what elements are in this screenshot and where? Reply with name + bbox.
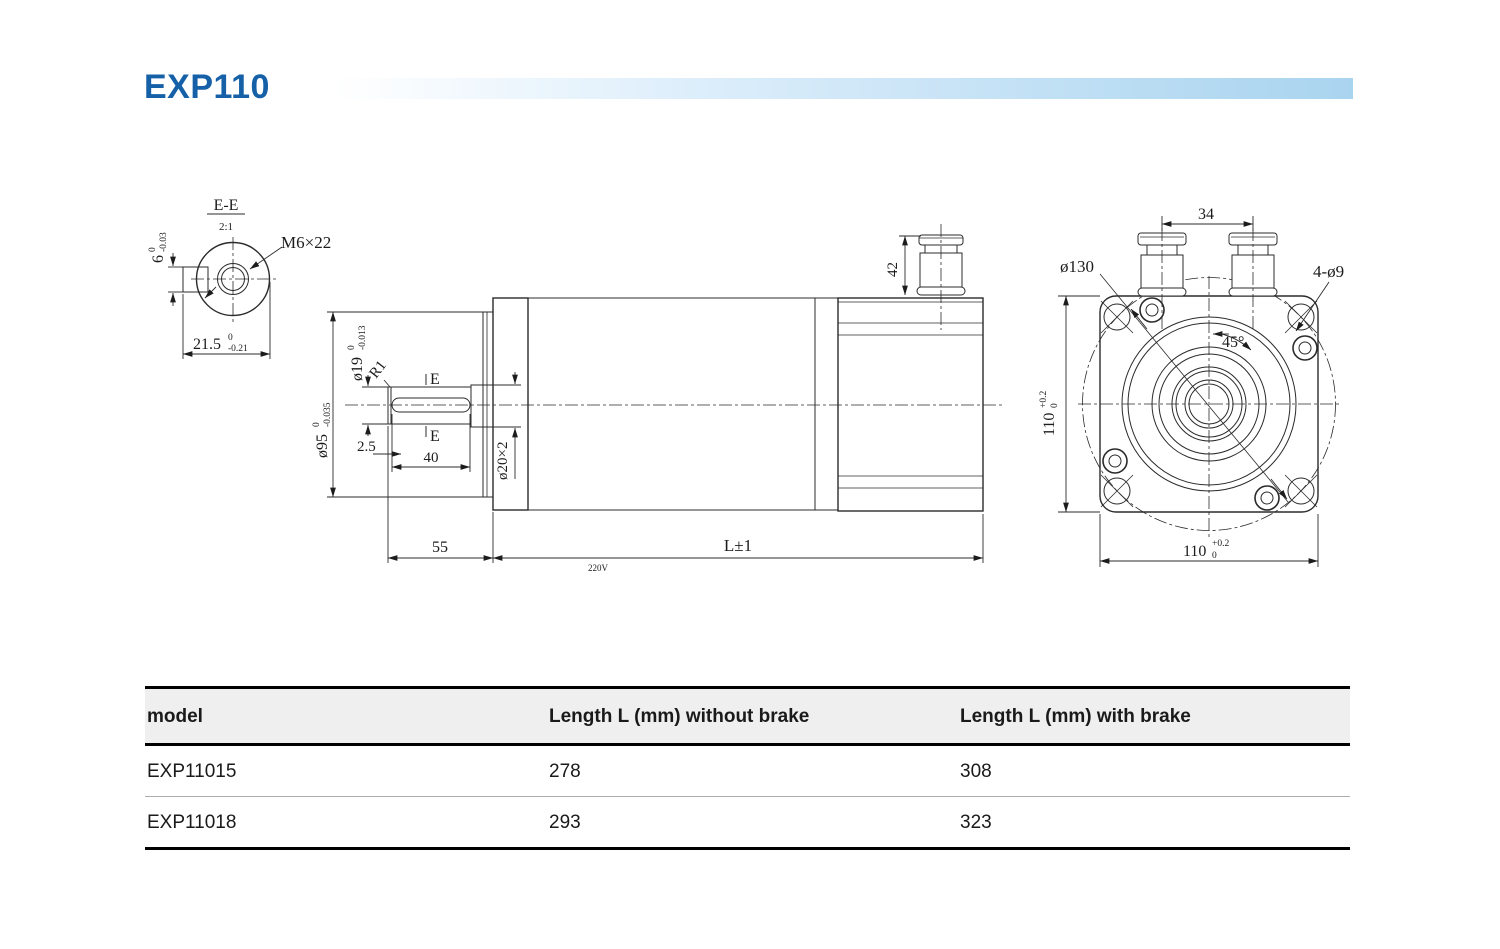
section-marker-bottom: E [430, 428, 440, 445]
dim-flange-height-value: 110 [1041, 413, 1058, 436]
dim-keyway-length: 40 [391, 414, 471, 472]
dim-flange-width: 110 +0.2 0 [1099, 514, 1319, 567]
dim-keyway-length-value: 40 [424, 450, 439, 466]
cell-length-with-brake: 308 [958, 744, 1350, 797]
dim-flange-height-tol-lower: 0 [1050, 403, 1060, 408]
dim-bolt-circle-value: ø130 [1060, 257, 1094, 276]
front-view: ø130 4-ø9 45° 34 [1039, 206, 1344, 567]
rear-connector-side [916, 224, 966, 330]
title-accent-bar [333, 78, 1353, 99]
thread-callout: M6×22 [204, 233, 331, 299]
fillet-callout: R1 [367, 358, 391, 388]
dim-shaft-step-value: ø20×2 [495, 442, 511, 480]
thread-label: M6×22 [281, 233, 331, 252]
dim-bolt-circle: ø130 [1060, 257, 1289, 503]
dim-flange-width-tol-upper: +0.2 [1212, 539, 1229, 549]
dim-key-height: 6 0 -0.03 [148, 232, 183, 306]
table-row: EXP11018 293 323 [145, 796, 1350, 850]
section-view-ee: E-E 2:1 M6×22 6 0 [148, 197, 331, 359]
dim-shaft-length: 55 [387, 426, 494, 563]
dim-flange-width-tol-lower: 0 [1212, 551, 1217, 561]
section-marker-top: E [430, 371, 440, 388]
dim-connector-spacing: 34 [1161, 206, 1254, 231]
dim-connector-height-value: 42 [885, 262, 901, 277]
dim-key-width-tol-upper: 0 [228, 333, 233, 343]
dim-shaft-step: ø20×2 [483, 372, 521, 480]
dim-keyway-offset-value: 2.5 [357, 439, 376, 455]
dim-flange-dia-tol-lower: -0.035 [323, 402, 333, 427]
dim-connector-height: 42 [885, 235, 921, 296]
cell-length-with-brake: 323 [958, 796, 1350, 850]
dim-total-length: L±1 220V [492, 514, 984, 573]
dim-shaft-dia-tol-lower: -0.013 [358, 325, 368, 350]
page-title: EXP110 [144, 68, 270, 106]
cell-length-without-brake: 278 [547, 744, 958, 797]
dim-hole-angle-value: 45° [1222, 334, 1244, 351]
cell-length-without-brake: 293 [547, 796, 958, 850]
housing-bolt-holes [1102, 297, 1318, 511]
dim-connector-spacing-value: 34 [1198, 206, 1214, 223]
dim-flange-width-value: 110 [1183, 543, 1206, 560]
dim-shaft-dia-value: ø19 [349, 357, 366, 381]
dim-key-height-tol-upper: 0 [148, 247, 158, 252]
spec-table-header-row: model Length L (mm) without brake Length… [145, 686, 1350, 746]
fillet-label: R1 [367, 358, 390, 382]
front-connector-right [1228, 232, 1278, 297]
dim-mounting-holes-value: 4-ø9 [1313, 262, 1344, 281]
section-label: E-E [214, 197, 239, 214]
dim-mounting-holes: 4-ø9 [1295, 262, 1344, 332]
dim-flange-height-tol-upper: +0.2 [1039, 391, 1049, 408]
technical-drawing: E-E 2:1 M6×22 6 0 [148, 197, 1344, 573]
dim-key-height-tol-lower: -0.03 [159, 232, 169, 252]
dim-flange-height: 110 +0.2 0 [1039, 295, 1100, 513]
header-model: model [145, 686, 547, 746]
front-connector-left [1137, 232, 1187, 297]
mounting-holes [1100, 300, 1318, 508]
dim-key-height-value: 6 [150, 255, 167, 263]
dim-flange-dia: ø95 0 -0.035 [312, 311, 483, 498]
dim-hole-angle: 45° [1212, 331, 1252, 351]
dim-shaft-dia: ø19 0 -0.013 [347, 325, 388, 436]
dim-flange-dia-value: ø95 [314, 434, 331, 458]
voltage-note: 220V [588, 563, 609, 573]
side-view: 42 ø95 0 -0.035 ø19 0 [312, 224, 1005, 573]
dim-shaft-length-value: 55 [432, 539, 448, 556]
header-length-without-brake: Length L (mm) without brake [547, 686, 958, 746]
cell-model: EXP11018 [145, 796, 547, 850]
section-markers: E E [425, 371, 440, 445]
cell-model: EXP11015 [145, 744, 547, 797]
dim-key-width: 21.5 0 -0.21 [182, 282, 271, 359]
dim-total-length-value: L±1 [724, 536, 752, 555]
dim-flange-dia-tol-upper: 0 [312, 422, 322, 427]
header-length-with-brake: Length L (mm) with brake [958, 686, 1350, 746]
dim-key-width-value: 21.5 [193, 336, 221, 353]
dim-shaft-dia-tol-upper: 0 [347, 345, 357, 350]
section-scale: 2:1 [219, 221, 233, 233]
dim-keyway-offset: 2.5 [357, 439, 402, 457]
table-row: EXP11015 278 308 [145, 744, 1350, 797]
fin-section [527, 297, 816, 511]
dim-key-width-tol-lower: -0.21 [228, 344, 248, 354]
spec-table: model Length L (mm) without brake Length… [145, 686, 1350, 850]
